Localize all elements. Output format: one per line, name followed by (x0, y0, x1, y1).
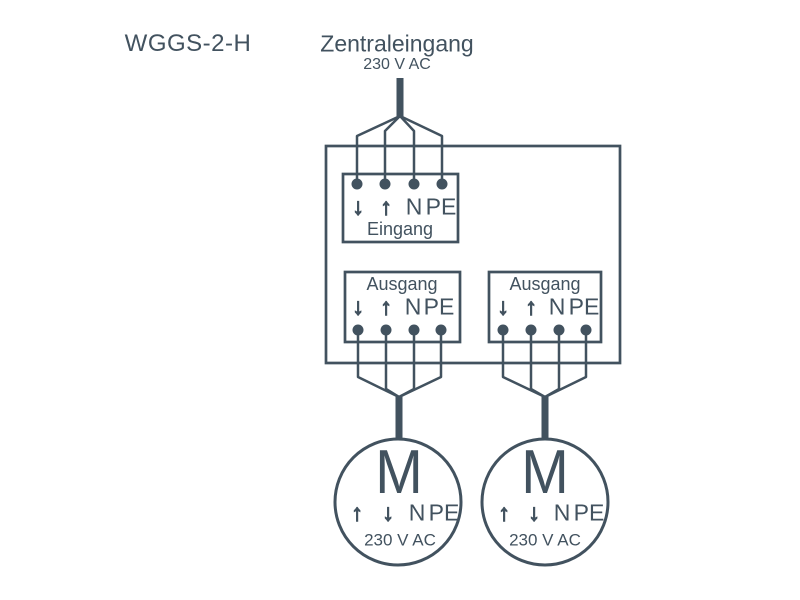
input-terminal-earth-label: PE (425, 193, 457, 220)
motor-right-up-arrow-icon: ↑ (498, 499, 511, 526)
controller-outline-box (324, 144, 622, 365)
input-block-caption: Eingang (366, 219, 434, 239)
motor-left-up-arrow-icon: ↑ (351, 499, 364, 526)
page-title: WGGS-2-H (124, 30, 252, 57)
fan-wire (384, 330, 400, 399)
input-block-box (341, 172, 460, 244)
output-right-caption: Ausgang (509, 274, 581, 294)
output-left-earth-label: PE (423, 293, 455, 320)
output-block-left-box (343, 270, 462, 344)
motor-right-circle (480, 437, 610, 567)
input-block-terminal-dots (351, 178, 448, 190)
fan-wire (399, 114, 444, 184)
output-right-earth-label: PE (568, 293, 600, 320)
motor-right-down-arrow-icon: ↓ (528, 499, 541, 526)
output-left-caption: Ausgang (366, 274, 438, 294)
input-terminal-neutral-label: N (405, 193, 423, 220)
motor-left-down-arrow-icon: ↓ (382, 499, 395, 526)
terminal-dot (408, 178, 420, 190)
terminal-dot (379, 178, 391, 190)
terminal-dot (351, 178, 363, 190)
fan-wire (356, 330, 400, 399)
motor-left-symbol: M (375, 438, 423, 507)
output-right-neutral-label: N (548, 293, 566, 320)
terminal-dot (436, 178, 448, 190)
motor-left-voltage: 230 V AC (364, 530, 436, 550)
fan-wire (529, 330, 546, 399)
motor-left-neutral-label: N (408, 499, 426, 526)
motor-right-symbol: M (521, 438, 569, 507)
output-right-up-arrow-icon: ↑ (525, 293, 538, 320)
output-left-up-arrow-icon: ↑ (380, 293, 393, 320)
output-right-down-arrow-icon: ↓ (497, 293, 510, 320)
central-input-fan-wires (355, 114, 444, 184)
output-block-left-terminal-dots (352, 324, 447, 336)
motor-left-circle (333, 437, 463, 567)
output-left-neutral-label: N (404, 293, 422, 320)
input-terminal-up-arrow-icon: ↑ (380, 193, 393, 220)
motor-right-neutral-label: N (553, 499, 571, 526)
input-terminal-down-arrow-icon: ↓ (352, 193, 365, 220)
motor-right-voltage: 230 V AC (509, 530, 581, 550)
fan-wire (355, 114, 401, 184)
motor-right-fan-wires (501, 330, 588, 440)
central-input-label: Zentraleingang (320, 30, 474, 57)
output-block-right-box (487, 270, 603, 344)
output-block-right-terminal-dots (497, 324, 592, 336)
fan-wire (383, 115, 401, 184)
motor-left-fan-wires (356, 330, 443, 440)
output-left-down-arrow-icon: ↓ (352, 293, 365, 320)
central-input-voltage: 230 V AC (363, 56, 431, 73)
motor-left-earth-label: PE (428, 499, 460, 526)
motor-right-earth-label: PE (573, 499, 605, 526)
fan-wire (398, 330, 443, 399)
fan-wire (544, 330, 588, 399)
fan-wire (399, 115, 416, 184)
